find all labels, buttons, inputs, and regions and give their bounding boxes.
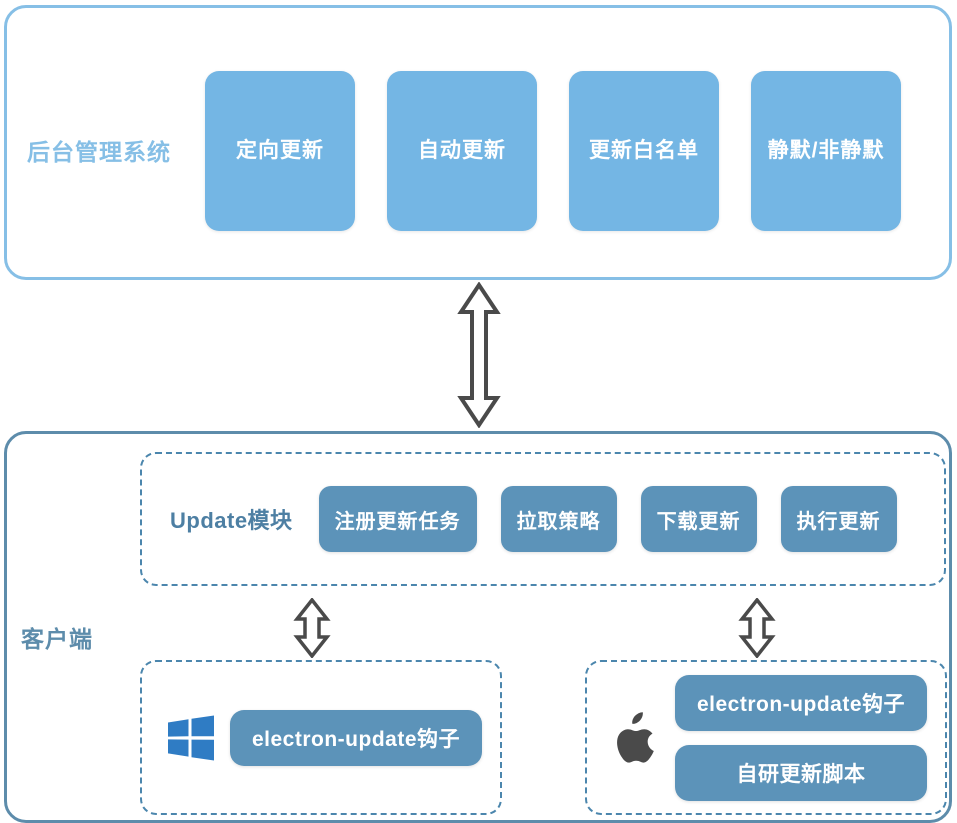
mac-card-self-developed-update-script[interactable]: 自研更新脚本 [675, 744, 927, 801]
backend-management-panel: 后台管理系统 定向更新 自动更新 更新白名单 静默/非静默 [4, 5, 952, 280]
backend-card-targeted-update[interactable]: 定向更新 [205, 71, 355, 231]
mac-card-electron-update-hook[interactable]: electron-update钩子 [675, 674, 927, 731]
update-module-title: Update模块 [170, 508, 293, 533]
windows-platform-panel: electron-update钩子 [140, 660, 502, 815]
update-module-card-row: 注册更新任务 拉取策略 下载更新 执行更新 [318, 486, 944, 552]
backend-card-silent-or-not[interactable]: 静默/非静默 [751, 71, 901, 231]
update-to-mac-arrow [738, 597, 776, 659]
module-card-download-update[interactable]: 下载更新 [640, 486, 757, 552]
windows-card-list: electron-update钩子 [222, 709, 482, 766]
module-card-register-update-task[interactable]: 注册更新任务 [318, 486, 477, 552]
apple-logo-icon [605, 710, 667, 766]
mac-platform-panel: electron-update钩子 自研更新脚本 [585, 660, 947, 815]
module-card-execute-update[interactable]: 执行更新 [780, 486, 897, 552]
backend-card-auto-update[interactable]: 自动更新 [387, 71, 537, 231]
update-module-panel: Update模块 注册更新任务 拉取策略 下载更新 执行更新 [140, 452, 946, 586]
backend-panel-title: 后台管理系统 [27, 139, 171, 165]
mac-card-list: electron-update钩子 自研更新脚本 [667, 674, 927, 801]
update-to-windows-arrow [293, 597, 331, 659]
client-panel-title: 客户端 [21, 626, 93, 652]
windows-card-electron-update-hook[interactable]: electron-update钩子 [230, 709, 482, 766]
module-card-pull-policy[interactable]: 拉取策略 [500, 486, 617, 552]
windows-logo-icon [160, 712, 222, 764]
backend-to-client-arrow [456, 281, 502, 429]
backend-card-update-whitelist[interactable]: 更新白名单 [569, 71, 719, 231]
backend-card-row: 定向更新 自动更新 更新白名单 静默/非静默 [205, 71, 901, 231]
